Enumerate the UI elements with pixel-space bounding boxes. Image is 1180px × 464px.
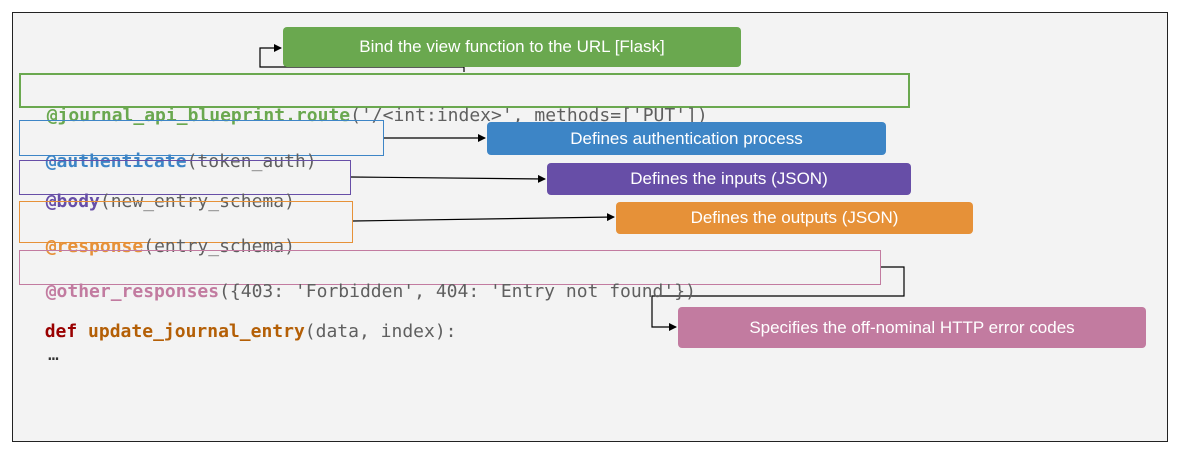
- code-line-ellipsis: …: [48, 344, 59, 365]
- decorator-other-responses: @other_responses: [45, 281, 220, 302]
- code-line-def: def update_journal_entry(data, index):: [23, 296, 457, 344]
- code-line-route: @journal_api_blueprint.route('/<int:inde…: [19, 73, 910, 126]
- callout-route: Bind the view function to the URL [Flask…: [283, 27, 741, 67]
- authenticate-args: (token_auth): [186, 151, 317, 172]
- diagram-canvas: [12, 12, 1168, 442]
- connector-body: [350, 174, 546, 183]
- route-args: ('/<int:index>', methods=['PUT']): [350, 105, 708, 126]
- callout-other-responses: Specifies the off-nominal HTTP error cod…: [678, 307, 1146, 348]
- def-keyword: def: [44, 321, 78, 342]
- callout-authenticate: Defines authentication process: [487, 122, 886, 155]
- callout-body: Defines the inputs (JSON): [547, 163, 911, 195]
- code-line-body: @body(new_entry_schema): [19, 160, 351, 212]
- function-args: (data, index):: [304, 321, 457, 342]
- response-args: (entry_schema): [143, 236, 295, 257]
- decorator-authenticate: @authenticate: [45, 151, 187, 172]
- code-line-response: @response(entry_schema): [19, 201, 353, 257]
- code-line-other-responses: @other_responses({403: 'Forbidden', 404:…: [19, 250, 881, 302]
- function-name: update_journal_entry: [88, 321, 305, 342]
- connector-other: [651, 266, 905, 331]
- other-responses-args: ({403: 'Forbidden', 404: 'Entry not foun…: [219, 281, 696, 302]
- connector-route: [259, 44, 465, 72]
- code-line-authenticate: @authenticate(token_auth): [19, 120, 384, 172]
- callout-response: Defines the outputs (JSON): [616, 202, 973, 234]
- connector-response: [352, 213, 615, 222]
- decorator-response: @response: [45, 236, 144, 257]
